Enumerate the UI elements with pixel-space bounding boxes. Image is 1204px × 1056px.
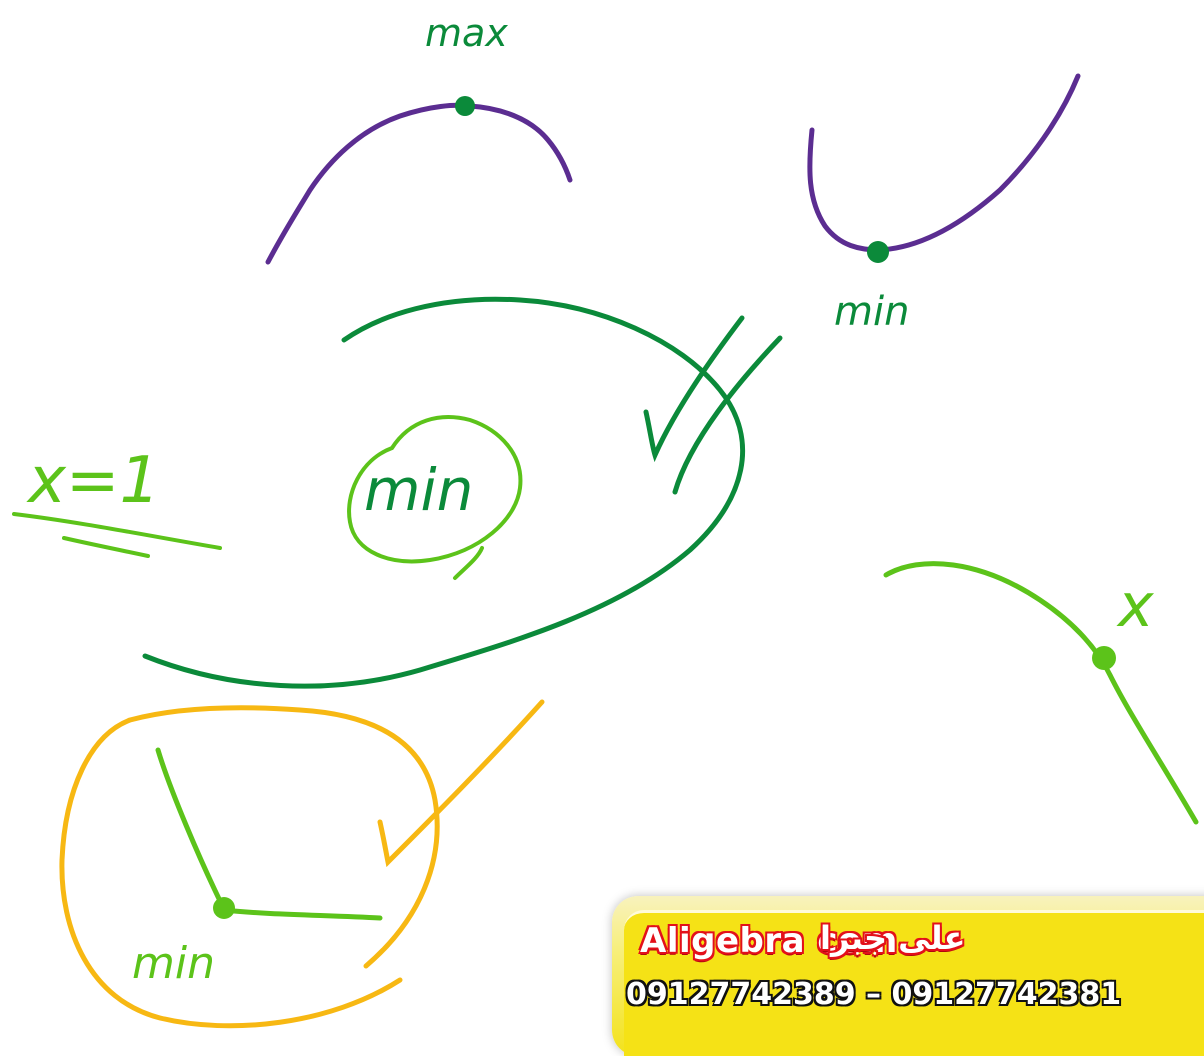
phone-numbers: 09127742389 – 09127742381 bbox=[626, 977, 1122, 1012]
max-point bbox=[455, 96, 475, 116]
equation: x=1 bbox=[26, 444, 160, 518]
cross-mark: x bbox=[1116, 571, 1154, 641]
min-point bbox=[867, 241, 889, 263]
min-label-corner: min bbox=[132, 938, 215, 989]
big-green-arc bbox=[142, 296, 746, 689]
watermark-banner: Aligebra com علی جبرا 09127742389 – 0912… bbox=[612, 896, 1204, 1056]
corner-circle bbox=[59, 705, 440, 1029]
min-curve bbox=[807, 73, 1081, 253]
inflection-point bbox=[1092, 646, 1116, 670]
orange-check-icon bbox=[377, 699, 545, 868]
min-label-purple: min bbox=[834, 289, 909, 335]
watermark-banner-inner: Aligebra com علی جبرا 09127742389 – 0912… bbox=[624, 910, 1204, 1056]
corner-point bbox=[213, 897, 235, 919]
min-label-circled: min bbox=[364, 456, 473, 524]
corner-curve bbox=[155, 747, 383, 921]
double-check-icon bbox=[643, 315, 783, 495]
inflection-curve bbox=[883, 561, 1199, 825]
min-circle bbox=[347, 415, 523, 580]
max-curve bbox=[265, 102, 573, 265]
brand-name-persian: علی جبرا bbox=[820, 919, 966, 957]
max-label: max bbox=[425, 11, 508, 55]
brand-name: Aligebra com bbox=[640, 921, 898, 961]
equation-underline bbox=[12, 512, 222, 558]
